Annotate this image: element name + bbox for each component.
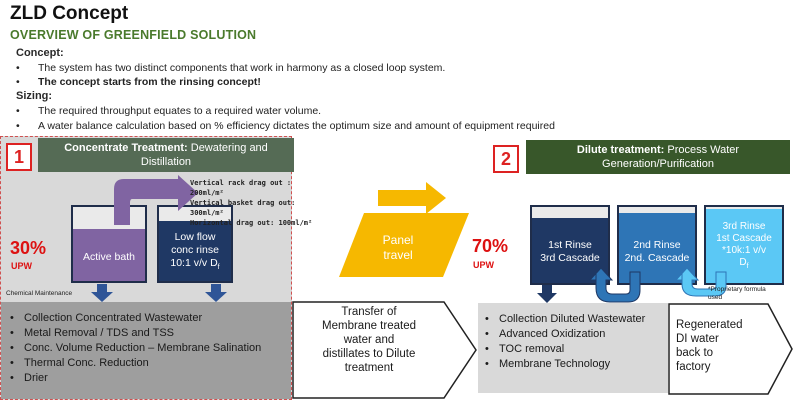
concentrate-step: Drier	[10, 371, 261, 386]
dilute-step: TOC removal	[485, 342, 645, 357]
cascade-arrow-1	[588, 268, 641, 303]
right-upw-label: UPW	[473, 260, 494, 270]
dilute-step: Advanced Oxidization	[485, 327, 645, 342]
concentrate-step: Thermal Conc. Reduction	[10, 356, 261, 371]
dilute-steps-list: Collection Diluted Wastewater Advanced O…	[485, 312, 645, 372]
concept-bullet-2: •The concept starts from the rinsing con…	[16, 76, 261, 88]
left-percent: 30%	[10, 238, 47, 258]
concentrate-step: Metal Removal / TDS and TSS	[10, 326, 261, 341]
down-arrow-2	[205, 284, 227, 302]
section-number-2: 2	[493, 145, 519, 173]
left-upw-label: UPW	[11, 261, 32, 271]
panel-travel-arrow	[378, 182, 446, 214]
dilute-step: Membrane Technology	[485, 357, 645, 372]
active-bath-tank: Active bath	[71, 205, 147, 283]
regenerated-arrow	[668, 303, 793, 395]
down-arrow-1	[91, 284, 113, 302]
panel-travel-shape	[339, 213, 469, 277]
sizing-heading: Sizing:	[16, 90, 53, 102]
page-title: ZLD Concept	[10, 3, 129, 24]
cascade-arrow-2	[674, 268, 727, 297]
concept-bullet-1: •The system has two distinct components …	[16, 62, 446, 74]
sizing-bullet-1: •The required throughput equates to a re…	[16, 105, 322, 117]
section-number-1: 1	[6, 143, 32, 171]
transfer-arrow-left	[114, 175, 198, 225]
down-arrow-3	[537, 285, 557, 303]
concentrate-step: Collection Concentrated Wastewater	[10, 311, 261, 326]
concentrate-step: Conc. Volume Reduction – Membrane Salina…	[10, 341, 261, 356]
right-percent: 70%	[472, 236, 509, 256]
concentrate-steps-list: Collection Concentrated Wastewater Metal…	[10, 311, 261, 386]
page-subtitle: OVERVIEW OF GREENFIELD SOLUTION	[10, 28, 257, 42]
chemical-maintenance-label: Chemical Maintenance	[6, 290, 73, 297]
transfer-big-arrow	[292, 301, 477, 399]
active-bath-label: Active bath	[83, 251, 135, 263]
sizing-bullet-2: •A water balance calculation based on % …	[16, 120, 555, 132]
dilute-step: Collection Diluted Wastewater	[485, 312, 645, 327]
concept-heading: Concept:	[16, 47, 64, 59]
